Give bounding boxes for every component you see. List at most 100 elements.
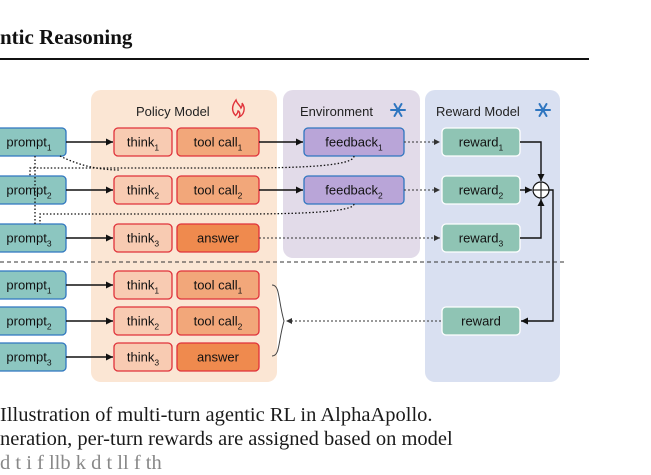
prompt-box-label: prompt: [6, 314, 47, 329]
reward-box-label: reward: [459, 135, 499, 150]
think-box: think2: [113, 306, 173, 336]
feedback-box-subscript: 1: [378, 143, 383, 153]
feedback-box: feedback2: [303, 175, 405, 205]
rl-diagram: Policy Model Environment Reward Model pr…: [0, 90, 566, 382]
reward-box-subscript: 3: [499, 239, 504, 249]
think-box-label: think: [127, 278, 155, 293]
feedback-box: feedback1: [303, 127, 405, 157]
tool-call-box-subscript: 1: [238, 143, 243, 153]
svg-text:reward2: reward2: [459, 183, 504, 201]
snowflake-icon: [535, 103, 551, 117]
reward1-to-sum: [520, 141, 545, 181]
section-heading: ntic Reasoning: [0, 25, 133, 49]
reward-panel-title: Reward Model: [436, 104, 520, 119]
caption-line-2: neration, per-turn rewards are assigned …: [0, 428, 453, 450]
think-box: think2: [113, 175, 173, 205]
svg-text:prompt3: prompt3: [6, 231, 51, 249]
prompt-box: prompt1: [0, 270, 67, 300]
svg-text:prompt2: prompt2: [6, 314, 51, 332]
caption-line-3: d t i f llb k d t ll f th: [0, 452, 162, 474]
tool-call-box-label: tool call: [194, 135, 238, 150]
prompt-box: prompt2: [0, 306, 67, 336]
svg-text:prompt3: prompt3: [6, 350, 51, 368]
tool-call-box: tool call1: [176, 127, 260, 157]
environment-panel-title: Environment: [300, 104, 373, 119]
prompt-box-subscript: 1: [47, 143, 52, 153]
feedback-box-label: feedback: [325, 183, 378, 198]
answer-box: answer: [176, 342, 260, 372]
think-box-label: think: [127, 350, 155, 365]
policy-panel-title: Policy Model: [136, 104, 210, 119]
svg-text:think1: think1: [127, 135, 159, 153]
svg-text:think2: think2: [127, 183, 159, 201]
svg-text:feedback2: feedback2: [325, 183, 383, 201]
svg-text:feedback1: feedback1: [325, 135, 383, 153]
svg-text:think3: think3: [127, 231, 159, 249]
svg-text:answer: answer: [197, 350, 240, 365]
prompt-box: prompt3: [0, 342, 67, 372]
think-box-subscript: 1: [154, 143, 159, 153]
svg-text:reward3: reward3: [459, 231, 504, 249]
tool-call-box: tool call2: [176, 175, 260, 205]
brace: [271, 284, 285, 357]
svg-text:prompt1: prompt1: [6, 278, 51, 296]
svg-text:reward1: reward1: [459, 135, 504, 153]
tool-call-box-label: tool call: [194, 278, 238, 293]
tool-call-box-subscript: 1: [238, 286, 243, 296]
svg-text:think1: think1: [127, 278, 159, 296]
tool-call-box-label: tool call: [194, 314, 238, 329]
prompt-box-label: prompt: [6, 350, 47, 365]
flame-icon: [231, 98, 245, 119]
think-box-label: think: [127, 231, 155, 246]
sum-to-lower-reward: [521, 189, 554, 325]
think-box-subscript: 2: [154, 322, 159, 332]
tool-call-box-label: tool call: [194, 183, 238, 198]
svg-text:tool call1: tool call1: [194, 135, 243, 153]
heading-rule: [0, 58, 589, 60]
answer-box: answer: [176, 223, 260, 253]
think-box-subscript: 2: [154, 191, 159, 201]
think-box: think1: [113, 270, 173, 300]
prompt-box-subscript: 3: [47, 358, 52, 368]
svg-text:think3: think3: [127, 350, 159, 368]
svg-text:tool call1: tool call1: [194, 278, 243, 296]
prompt-box-label: prompt: [6, 183, 47, 198]
history-dotted: [59, 155, 121, 171]
feedback-loop-dotted: [39, 203, 355, 224]
think-box-label: think: [127, 135, 155, 150]
svg-text:tool call2: tool call2: [194, 314, 243, 332]
think-box-subscript: 3: [154, 239, 159, 249]
answer-box-label: answer: [197, 231, 240, 246]
prompt-box-label: prompt: [6, 135, 47, 150]
think-box: think3: [113, 342, 173, 372]
tool-call-box-subscript: 2: [238, 191, 243, 201]
prompt-box: prompt3: [0, 223, 67, 253]
reward-box: reward3: [441, 223, 521, 253]
think-box-label: think: [127, 314, 155, 329]
feedback-box-subscript: 2: [378, 191, 383, 201]
snowflake-icon: [390, 103, 406, 117]
feedback-loop-dotted: [29, 155, 355, 176]
think-box-label: think: [127, 183, 155, 198]
svg-text:prompt2: prompt2: [6, 183, 51, 201]
prompt-box: prompt2: [0, 175, 67, 205]
prompt-box-subscript: 3: [47, 239, 52, 249]
reward-box-label: reward: [459, 183, 499, 198]
think-box-subscript: 1: [154, 286, 159, 296]
prompt-box-label: prompt: [6, 231, 47, 246]
tool-call-box-subscript: 2: [238, 322, 243, 332]
feedback-box-label: feedback: [325, 135, 378, 150]
reward-box-subscript: 2: [499, 191, 504, 201]
svg-text:tool call2: tool call2: [194, 183, 243, 201]
reward-box-subscript: 1: [499, 143, 504, 153]
reward-box: reward1: [441, 127, 521, 157]
reward-box: reward: [441, 306, 521, 336]
svg-text:think2: think2: [127, 314, 159, 332]
tool-call-box: tool call2: [176, 306, 260, 336]
svg-text:reward: reward: [461, 314, 501, 329]
think-box-subscript: 3: [154, 358, 159, 368]
think-box: think1: [113, 127, 173, 157]
caption-line-1: Illustration of multi-turn agentic RL in…: [0, 404, 433, 426]
svg-text:answer: answer: [197, 231, 240, 246]
tool-call-box: tool call1: [176, 270, 260, 300]
